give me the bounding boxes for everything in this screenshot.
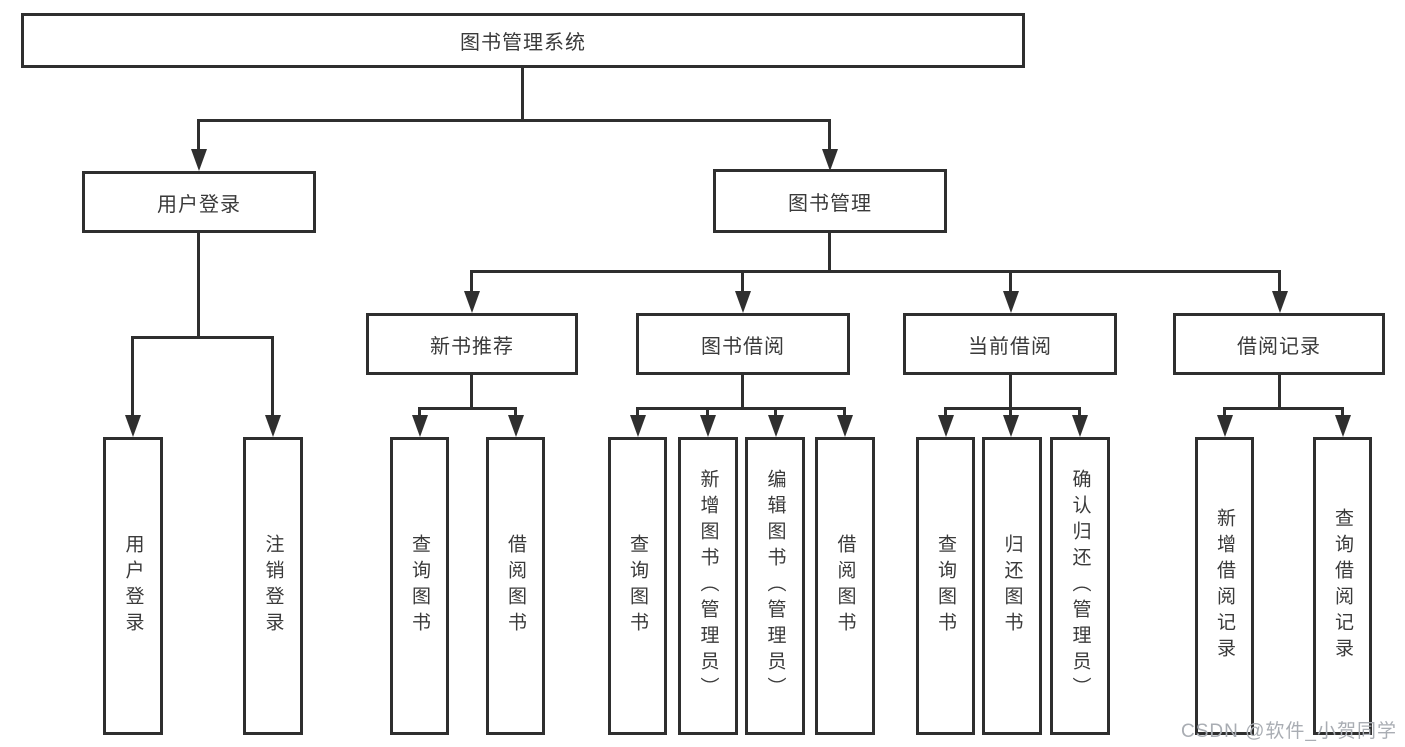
node-label: 确认归还（管理员） xyxy=(1069,469,1091,703)
node-leaf-bb-query-books: 查询图书 xyxy=(608,437,667,735)
node-leaf-logout: 注销登录 xyxy=(243,437,303,735)
connector-current-bar xyxy=(944,407,1081,410)
arrow-bb-borrow-books xyxy=(843,407,846,415)
arrow-bb-add-books xyxy=(706,407,709,415)
arrow-bb-query-books xyxy=(636,407,639,415)
arrow-bb-edit-books xyxy=(774,407,777,415)
arrow-br-query-record xyxy=(1341,407,1344,415)
node-label: 查询图书 xyxy=(409,534,430,638)
connector-new-book-bar xyxy=(418,407,517,410)
node-label: 用户登录 xyxy=(122,534,144,638)
node-label: 借阅记录 xyxy=(1237,335,1321,358)
connector-borrowing-bar xyxy=(636,407,846,410)
arrow-nb-query-books xyxy=(418,407,421,415)
arrow-cb-query-books xyxy=(944,407,947,415)
arrow-to-login xyxy=(131,336,134,415)
csdn-watermark: CSDN @软件_小贺同学 xyxy=(1181,721,1397,742)
node-label: 图书借阅 xyxy=(701,335,785,358)
arrow-nb-borrow-books xyxy=(514,407,517,415)
arrow-to-user-login xyxy=(197,119,200,149)
arrow-cb-return-books xyxy=(1009,407,1012,415)
connector-user-login-bar xyxy=(131,336,274,339)
node-leaf-nb-borrow-books: 借阅图书 xyxy=(486,437,545,735)
arrow-to-logout xyxy=(271,336,274,415)
node-label: 编辑图书（管理员） xyxy=(764,469,786,703)
arrow-to-borrow-records xyxy=(1278,270,1281,291)
connector-book-mgmt-stem xyxy=(828,233,831,270)
node-current-borrowing: 当前借阅 xyxy=(903,313,1117,375)
node-borrow-records: 借阅记录 xyxy=(1173,313,1385,375)
node-library-system: 图书管理系统 xyxy=(21,13,1025,68)
arrow-to-book-management xyxy=(828,119,831,149)
connector-records-bar xyxy=(1223,407,1343,410)
node-leaf-br-query-record: 查询借阅记录 xyxy=(1313,437,1372,735)
node-label: 新书推荐 xyxy=(430,335,514,358)
node-label: 新增借阅记录 xyxy=(1214,508,1235,664)
connector-root-bar xyxy=(198,119,831,122)
node-label: 借阅图书 xyxy=(834,534,856,638)
arrow-to-new-book-recommend xyxy=(470,270,473,291)
connector-borrowing-stem xyxy=(741,375,744,407)
node-leaf-nb-query-books: 查询图书 xyxy=(390,437,449,735)
node-new-book-recommend: 新书推荐 xyxy=(366,313,578,375)
node-leaf-user-login: 用户登录 xyxy=(103,437,163,735)
arrow-to-book-borrowing xyxy=(741,270,744,291)
node-leaf-cb-confirm-return-admin: 确认归还（管理员） xyxy=(1050,437,1110,735)
connector-current-stem xyxy=(1009,375,1012,407)
node-label: 查询图书 xyxy=(935,534,956,638)
arrow-cb-confirm-return xyxy=(1078,407,1081,415)
node-label: 归还图书 xyxy=(1001,534,1023,638)
connector-book-mgmt-bar xyxy=(470,270,1281,273)
node-leaf-bb-edit-books-admin: 编辑图书（管理员） xyxy=(745,437,805,735)
node-label: 图书管理 xyxy=(788,192,872,215)
node-label: 查询借阅记录 xyxy=(1332,508,1353,664)
connector-user-login-stem xyxy=(197,233,200,336)
connector-records-stem xyxy=(1278,375,1281,407)
node-label: 用户登录 xyxy=(157,193,241,216)
node-label: 借阅图书 xyxy=(505,534,526,638)
node-label: 注销登录 xyxy=(262,534,284,638)
node-leaf-cb-query-books: 查询图书 xyxy=(916,437,975,735)
node-leaf-br-add-record: 新增借阅记录 xyxy=(1195,437,1254,735)
node-label: 查询图书 xyxy=(627,534,648,638)
node-label: 图书管理系统 xyxy=(460,32,586,54)
node-leaf-bb-borrow-books: 借阅图书 xyxy=(815,437,875,735)
node-leaf-cb-return-books: 归还图书 xyxy=(982,437,1042,735)
node-user-login: 用户登录 xyxy=(82,171,316,233)
node-label: 新增图书（管理员） xyxy=(697,469,719,703)
node-book-borrowing: 图书借阅 xyxy=(636,313,850,375)
arrow-br-add-record xyxy=(1223,407,1226,415)
node-leaf-bb-add-books-admin: 新增图书（管理员） xyxy=(678,437,738,735)
node-label: 当前借阅 xyxy=(968,335,1052,358)
connector-root-stem xyxy=(521,68,524,119)
connector-new-book-stem xyxy=(470,375,473,407)
arrow-to-current-borrowing xyxy=(1009,270,1012,291)
node-book-management: 图书管理 xyxy=(713,169,947,233)
